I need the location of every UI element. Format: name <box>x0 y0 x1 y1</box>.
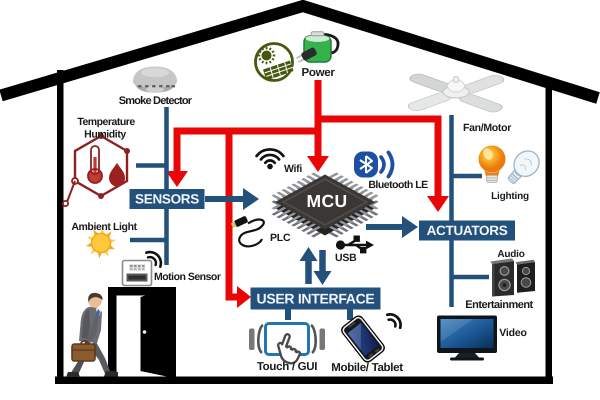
svg-text:SENSORS: SENSORS <box>135 192 199 207</box>
svg-text:Lighting: Lighting <box>491 191 529 202</box>
svg-text:Motion Sensor: Motion Sensor <box>154 271 221 283</box>
svg-text:PLC: PLC <box>270 232 291 244</box>
svg-text:Touch / GUI: Touch / GUI <box>257 361 317 373</box>
svg-text:Mobile/ Tablet: Mobile/ Tablet <box>331 362 403 374</box>
svg-text:Entertainment: Entertainment <box>465 299 533 311</box>
svg-text:Bluetooth LE: Bluetooth LE <box>368 179 428 191</box>
svg-text:Video: Video <box>499 327 526 339</box>
svg-text:Fan/Motor: Fan/Motor <box>463 122 511 134</box>
svg-text:Power: Power <box>301 67 335 79</box>
svg-text:Temperature: Temperature <box>77 116 135 128</box>
svg-text:Audio: Audio <box>497 249 524 260</box>
svg-text:USER INTERFACE: USER INTERFACE <box>257 291 375 307</box>
svg-text:Smoke Detector: Smoke Detector <box>119 95 193 107</box>
svg-text:ACTUATORS: ACTUATORS <box>427 223 508 238</box>
svg-text:Ambient Light: Ambient Light <box>71 221 137 233</box>
svg-text:USB: USB <box>335 252 357 264</box>
svg-text:Humidity: Humidity <box>84 129 126 141</box>
svg-text:Wifi: Wifi <box>284 163 302 175</box>
svg-text:MCU: MCU <box>306 191 347 211</box>
